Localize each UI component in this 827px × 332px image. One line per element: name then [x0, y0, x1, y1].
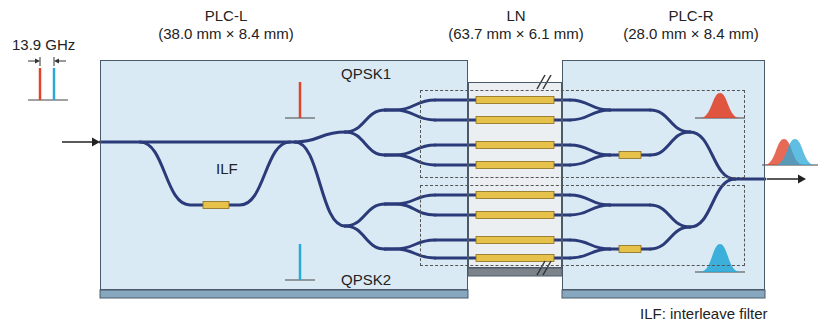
- carrier-line: [299, 82, 302, 118]
- part-name: LN: [396, 7, 636, 25]
- chip-side: [100, 290, 468, 298]
- modulator-group: QPSK1: [420, 90, 745, 178]
- phase-heater: [619, 152, 641, 159]
- waveguide: [610, 204, 650, 207]
- waveguide: [385, 204, 435, 215]
- arrow-head: [35, 59, 40, 64]
- waveguide: [345, 110, 385, 132]
- carrier-line: [299, 244, 302, 280]
- waveguide: [385, 155, 435, 165]
- modulator-electrode: [476, 192, 554, 199]
- chip-surface: [562, 60, 765, 290]
- chip-heading: LN(63.7 mm × 6.1 mm): [396, 7, 636, 43]
- chip-surface: [100, 60, 468, 290]
- waveguide: [650, 227, 690, 249]
- waveguide: [690, 179, 735, 227]
- dimension-tick: [54, 57, 55, 66]
- dimension: (38.0 mm × 8.4 mm): [106, 25, 346, 43]
- modulator-electrode: [476, 212, 554, 219]
- waveguide: [570, 110, 610, 120]
- modulator-group: QPSK2: [420, 185, 745, 266]
- carrier-line: [53, 68, 56, 100]
- waveguide: [570, 145, 610, 155]
- arrow-head: [92, 138, 100, 147]
- note: ILF: interleave filter: [640, 305, 768, 323]
- chip-outline: PLC-L(38.0 mm × 8.4 mm): [100, 60, 468, 290]
- waveguide: [385, 249, 435, 258]
- signal-spectrum: [775, 139, 815, 165]
- waveguide: [690, 132, 735, 179]
- waveguide: [650, 132, 690, 155]
- group-label: QPSK2: [341, 271, 391, 289]
- output-arrow: [767, 178, 799, 180]
- waveguide: [570, 195, 610, 205]
- waveguide: [650, 110, 690, 132]
- modulator-electrode: [476, 237, 554, 244]
- modulator-electrode: [476, 97, 554, 104]
- dimension: (28.0 mm × 8.4 mm): [571, 25, 811, 43]
- part-name: PLC-L: [106, 7, 346, 25]
- waveguide: [570, 240, 610, 249]
- modulator-electrode: [476, 142, 554, 149]
- chip-side: [468, 268, 562, 276]
- waveguide: [100, 141, 295, 144]
- waveguide: [650, 205, 690, 227]
- chip-heading: PLC-R(28.0 mm × 8.4 mm): [571, 7, 811, 43]
- waveguide: [345, 204, 385, 226]
- waveguide: [570, 155, 610, 165]
- waveguide: [295, 142, 345, 226]
- waveguide: [570, 205, 610, 215]
- part-name: QPSK2: [341, 271, 391, 289]
- chip-side: [562, 290, 765, 298]
- chip-outline: LN(63.7 mm × 6.1 mm): [468, 82, 562, 268]
- waveguide: [385, 110, 435, 120]
- phase-heater: [619, 246, 641, 253]
- break-mark: [543, 261, 551, 275]
- signal-spectrum: [700, 244, 740, 272]
- waveguide: [295, 132, 345, 142]
- chip-surface: [468, 82, 562, 268]
- waveguide: [140, 142, 290, 205]
- signal-spectrum: [700, 93, 740, 118]
- spectrum-axis: [28, 100, 68, 101]
- annotation: ILF: [216, 160, 238, 178]
- part-name: PLC-R: [571, 7, 811, 25]
- carrier-line: [39, 68, 42, 100]
- chip-heading: PLC-L(38.0 mm × 8.4 mm): [106, 7, 346, 43]
- dimension-tick: [40, 57, 41, 66]
- waveguide: [345, 226, 385, 249]
- annotation: 13.9 GHz: [12, 36, 75, 54]
- waveguide: [570, 249, 610, 258]
- part-name: QPSK1: [341, 65, 391, 83]
- waveguide: [345, 132, 385, 155]
- waveguide: [610, 109, 650, 112]
- dimension: (63.7 mm × 6.1 mm): [396, 25, 636, 43]
- phase-heater: [203, 202, 229, 209]
- modulator-electrode: [476, 117, 554, 124]
- waveguide: [570, 100, 610, 110]
- chip-outline: PLC-R(28.0 mm × 8.4 mm): [562, 60, 765, 290]
- modulator-electrode: [476, 162, 554, 169]
- input-arrow: [62, 141, 93, 143]
- group-label: QPSK1: [341, 65, 391, 83]
- arrow-head: [798, 175, 806, 184]
- modulator-electrode: [476, 255, 554, 262]
- arrow-head: [54, 59, 59, 64]
